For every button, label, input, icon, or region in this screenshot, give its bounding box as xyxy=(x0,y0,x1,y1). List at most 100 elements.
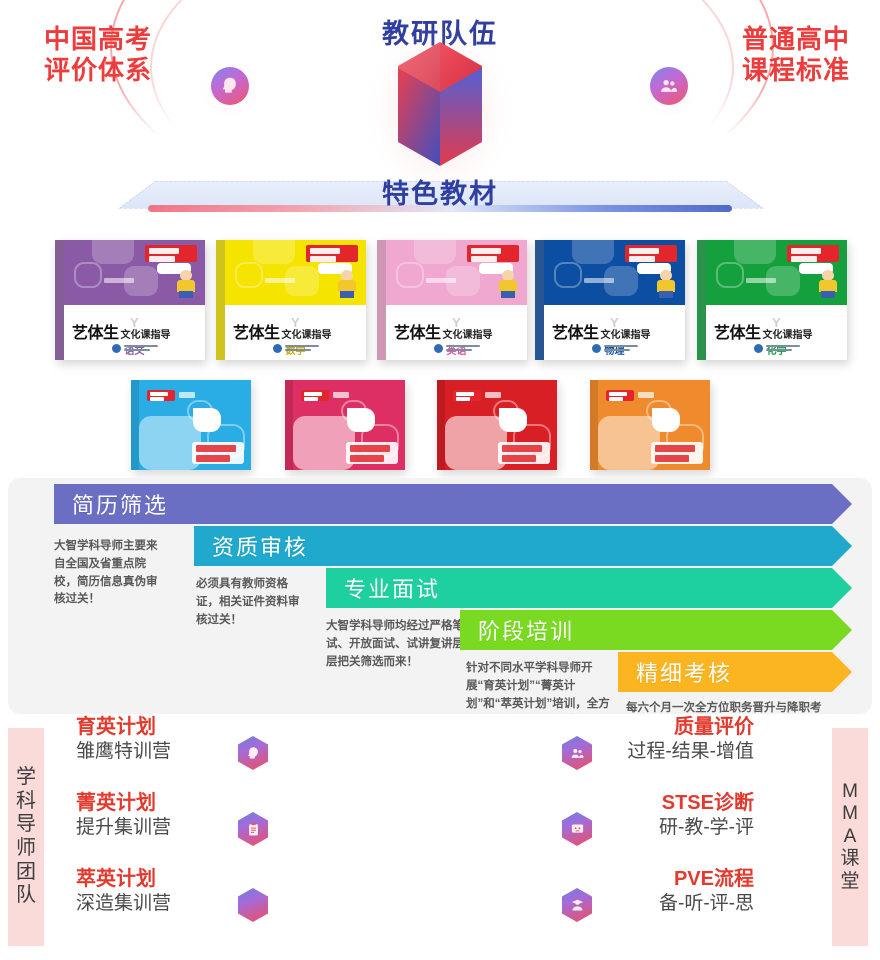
program-item[interactable]: PVE流程备-听-评-思 xyxy=(562,868,754,944)
book-top-caption xyxy=(584,278,614,283)
brand-logo-icon xyxy=(467,245,519,262)
program-subtitle: 深造集训营 xyxy=(76,893,172,914)
people-group-icon xyxy=(650,67,688,105)
program-title: 菁英计划 xyxy=(76,792,156,814)
y-decor-icon: Y xyxy=(610,314,619,330)
hero-left-title-line2: 评价体系 xyxy=(44,54,153,85)
workbook-spine xyxy=(285,380,293,470)
process-step-arrow[interactable]: 资质审核 xyxy=(194,526,852,566)
process-step-arrow[interactable]: 阶段培训 xyxy=(460,610,852,650)
workbook-badge xyxy=(651,442,703,464)
process-step-arrow[interactable]: 专业面试 xyxy=(326,568,852,608)
brand-subtitle xyxy=(179,392,195,398)
vertical-label-char: 科 xyxy=(16,789,36,812)
brand-subtitle xyxy=(638,392,654,398)
left-program-list: 育英计划雏鹰特训营菁英计划提升集训营萃英计划深造集训营 xyxy=(76,716,268,944)
teacher-icon xyxy=(562,888,592,922)
brand-subtitle xyxy=(485,392,501,398)
vertical-label-char: 师 xyxy=(16,837,36,859)
vertical-label-char: M xyxy=(842,803,858,825)
brand-logo-icon xyxy=(306,245,358,262)
process-step-arrow[interactable]: 简历筛选 xyxy=(54,484,852,524)
program-item[interactable]: 育英计划雏鹰特训营 xyxy=(76,716,268,792)
hero-bottom-label: 特色教材 xyxy=(382,179,498,209)
brand-logo-icon xyxy=(625,245,677,262)
program-item[interactable]: 萃英计划深造集训营 xyxy=(76,868,268,944)
book-title-sub: 文化课指导 xyxy=(120,329,171,341)
workbook-blob-large xyxy=(598,416,660,470)
vertical-label-char: 课 xyxy=(840,848,860,870)
book-subject-badge: 数学 xyxy=(285,345,306,357)
book-cover-top xyxy=(386,240,527,305)
book-spine xyxy=(377,240,386,360)
brand-logo-icon xyxy=(147,390,175,402)
speech-bubble-icon xyxy=(637,263,671,274)
arrow-tip-icon xyxy=(832,526,852,566)
program-subtitle: 备-听-评-思 xyxy=(659,893,754,914)
program-item[interactable]: STSE诊断研-教-学-评 xyxy=(562,792,754,868)
program-item[interactable]: 菁英计划提升集训营 xyxy=(76,792,268,868)
recruitment-process-section: 简历筛选大智学科导师主要来自全国及省重点院校，简历信息真伪审核过关！资质审核必须… xyxy=(8,478,872,750)
book-title-row: 艺体生文化课指导 xyxy=(714,319,841,343)
hero-right-title-line2: 课程标准 xyxy=(741,54,850,85)
process-step-description: 必须具有教师资格证，相关证件资料审核过关！ xyxy=(196,578,300,626)
book-title-main: 艺体生 xyxy=(552,324,599,342)
book-title-sub: 文化课指导 xyxy=(281,329,332,341)
vertical-label-char: 队 xyxy=(16,884,36,907)
clipboard-icon xyxy=(238,812,268,846)
vertical-label-char: 堂 xyxy=(840,870,860,892)
workbook-badge xyxy=(498,442,550,464)
workbook-spine xyxy=(437,380,445,470)
workbook-card[interactable] xyxy=(285,380,405,470)
workbook-spine xyxy=(590,380,598,470)
book-cover-top xyxy=(544,240,685,305)
book-top-caption xyxy=(746,278,776,283)
hero-plinth-bar xyxy=(148,205,732,212)
book-spine xyxy=(55,240,64,360)
publisher-mark xyxy=(64,343,205,353)
workbook-card[interactable] xyxy=(590,380,710,470)
workbook-card[interactable] xyxy=(437,380,557,470)
book-subject-badge: 物理 xyxy=(604,345,625,357)
book-title-main: 艺体生 xyxy=(72,324,119,342)
workbook-white-shape xyxy=(193,408,221,432)
arrow-tip-icon xyxy=(832,484,852,524)
book-cover-top xyxy=(706,240,847,305)
mascot-character-icon xyxy=(497,270,519,298)
book-title-row: 艺体生文化课指导 xyxy=(552,319,679,343)
program-subtitle: 研-教-学-评 xyxy=(659,817,754,838)
book-subject-badge: 英语 xyxy=(446,345,467,357)
process-step-arrow[interactable]: 精细考核 xyxy=(618,652,852,692)
book-title-main: 艺体生 xyxy=(394,324,441,342)
textbook-row-secondary xyxy=(0,376,880,476)
speech-bubble-icon xyxy=(799,263,833,274)
workbook-card[interactable] xyxy=(131,380,251,470)
book-top-caption xyxy=(426,278,456,283)
book-top-caption xyxy=(104,278,134,283)
y-decor-icon: Y xyxy=(130,314,139,330)
program-title: 育英计划 xyxy=(76,716,156,738)
people-group-icon xyxy=(562,736,592,770)
process-step-label: 专业面试 xyxy=(344,577,441,602)
publisher-mark xyxy=(706,343,847,353)
hero-left-title-line1: 中国高考 xyxy=(44,24,153,54)
program-item[interactable]: 质量评价过程-结果-增值 xyxy=(562,716,754,792)
vertical-label-char: 学 xyxy=(16,766,36,789)
program-subtitle: 提升集训营 xyxy=(76,817,172,838)
workbook-badge xyxy=(346,442,398,464)
brain-head-icon xyxy=(211,67,249,105)
brand-logo-icon xyxy=(787,245,839,262)
brand-logo-icon xyxy=(301,390,329,402)
workbook-spine xyxy=(131,380,139,470)
book-title-sub: 文化课指导 xyxy=(762,329,813,341)
